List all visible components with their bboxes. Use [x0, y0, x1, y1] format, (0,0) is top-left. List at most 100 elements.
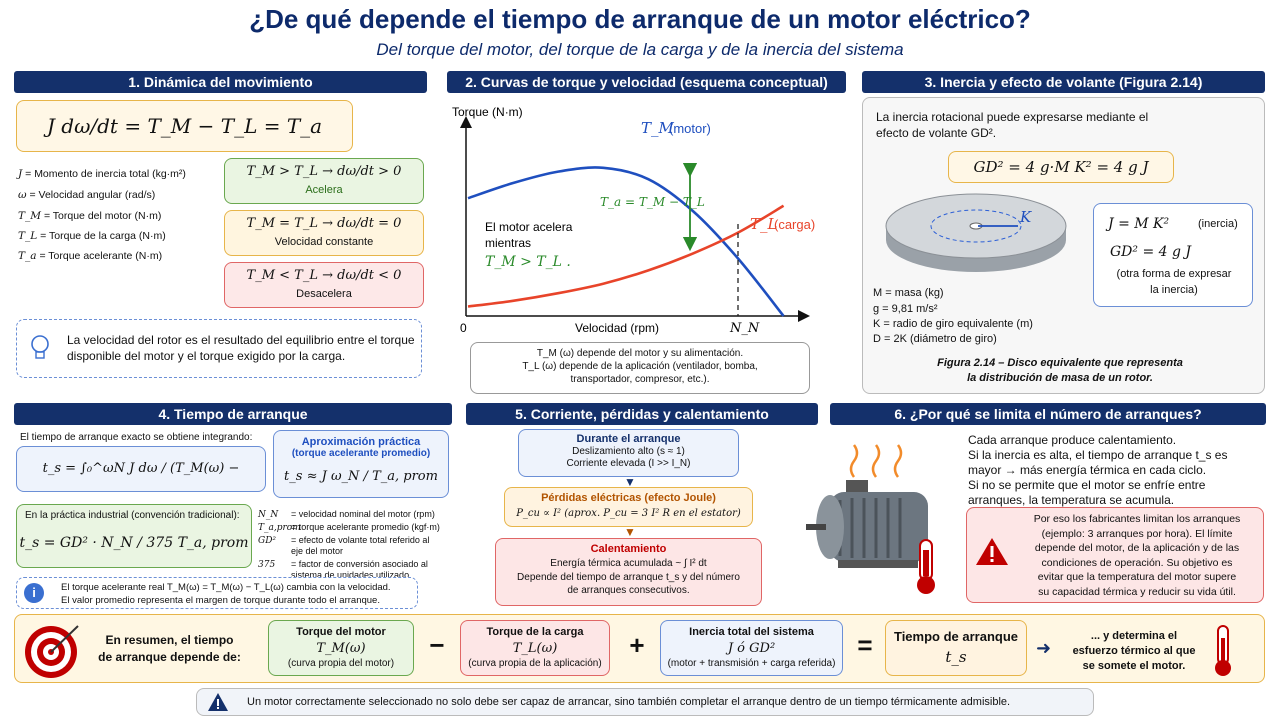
approx-box: Aproximación práctica (torque acelerante… — [273, 430, 449, 498]
def-text: = Velocidad angular (rad/s) — [29, 189, 156, 201]
def-sym: T_M — [18, 210, 42, 222]
s6-text: Si no se permite que el motor se enfríe … — [968, 478, 1206, 492]
s6-text: Cada arranque produce calentamiento. — [968, 433, 1177, 447]
def-sym: T_L — [18, 230, 38, 242]
section4-header: 4. Tiempo de arranque — [14, 403, 452, 425]
def-sym: J — [18, 168, 23, 180]
s4-note: i El torque acelerante real T_M(ω) = T_M… — [16, 577, 418, 609]
dynamics-equation: J dω/dt = T_M − T_L = T_a — [16, 100, 353, 152]
nn-label: N_N — [729, 321, 760, 336]
case-label: Acelera — [305, 184, 343, 196]
info-icon: i — [24, 583, 44, 603]
target-icon — [25, 625, 79, 678]
plus-sign: + — [629, 630, 645, 660]
box-title: Pérdidas eléctricas (efecto Joule) — [541, 492, 716, 504]
note-line: transportador, compresor, etc.). — [570, 374, 710, 385]
case-eq: T_M < T_L → dω/dt < 0 — [246, 268, 402, 283]
series-tl-line — [467, 204, 785, 308]
note-line: T_L (ω) depende de la aplicación (ventil… — [522, 361, 758, 372]
figure-caption: Figura 2.14 – Disco equivalente que repr… — [937, 357, 1183, 369]
summary-motor-torque: Torque del motor T_M(ω) (curva propia de… — [268, 620, 414, 676]
summary-start-time: Tiempo de arranque t_s — [885, 620, 1027, 676]
s6-text: arranques, la temperatura se acumula. — [968, 493, 1175, 507]
inertia-note: (inercia) — [1198, 218, 1238, 230]
figure-caption: la distribución de masa de un rotor. — [967, 372, 1153, 384]
summary-end: ... y determina el — [1090, 630, 1178, 642]
case-label: Desacelera — [296, 288, 352, 300]
section3-header: 3. Inercia y efecto de volante (Figura 2… — [862, 71, 1265, 93]
warning-line: condiciones de operación. Su objetivo es — [1041, 556, 1233, 569]
chart-text-1: El motor acelera — [485, 220, 573, 234]
tl-label: T_L — [750, 215, 778, 233]
startup-box: Durante el arranque Deslizamiento alto (… — [518, 429, 739, 477]
warning-icon — [208, 693, 228, 711]
section6-header: 6. ¿Por qué se limita el número de arran… — [830, 403, 1266, 425]
note-line: El torque acelerante real T_M(ω) = T_M(ω… — [61, 582, 391, 593]
s6-text: Si la inercia es alta, el tiempo de arra… — [968, 448, 1228, 462]
x-label: Velocidad (rpm) — [575, 321, 659, 335]
inertia-text: (otra forma de expresar — [1116, 268, 1232, 280]
box-line: de arranques consecutivos. — [567, 585, 690, 596]
case-label: Velocidad constante — [274, 236, 374, 248]
tl-note: (carga) — [774, 217, 815, 232]
case-accelerate: T_M > T_L → dω/dt > 0 Acelera — [224, 158, 424, 204]
summary-end: se somete el motor. — [1082, 660, 1186, 672]
s3-def: g = 9,81 m/s² — [873, 303, 938, 315]
note-line: T_M (ω) depende del motor y su alimentac… — [536, 348, 744, 359]
warning-line: depende del motor, de la aplicación y de… — [1034, 542, 1240, 554]
s3-intro2: efecto de volante GD². — [876, 126, 997, 140]
gd2-eq: GD² = 4 g J — [1110, 244, 1192, 260]
summary-load-torque: Torque de la carga T_L(ω) (curva propia … — [460, 620, 610, 676]
joule-box: Pérdidas eléctricas (efecto Joule) P_cu … — [504, 487, 753, 527]
industrial-title: En la práctica industrial (convención tr… — [25, 510, 240, 521]
note-line: El valor promedio representa el margen d… — [61, 595, 380, 606]
def-text: = Momento de inercia total (kg·m²) — [25, 168, 186, 180]
section2-header: 2. Curvas de torque y velocidad (esquema… — [447, 71, 846, 93]
warning-line: evitar que la temperatura del motor supe… — [1037, 571, 1237, 583]
page-title: ¿De qué depende el tiempo de arranque de… — [249, 4, 1031, 34]
warning-line: Por eso los fabricantes limitan los arra… — [1033, 513, 1241, 525]
summary-lead: En resumen, el tiempo — [105, 633, 234, 647]
k-label: K — [1019, 208, 1032, 226]
box-line: Deslizamiento alto (s ≈ 1) — [572, 446, 685, 457]
summary-inertia: Inercia total del sistema J ó GD² (motor… — [660, 620, 843, 676]
s3-intro1: La inercia rotacional puede expresarse m… — [876, 110, 1149, 124]
section5-header: 5. Corriente, pérdidas y calentamiento — [466, 403, 818, 425]
warning-line: (ejemplo: 3 arranques por hora). El lími… — [1041, 527, 1233, 540]
warning-icon — [976, 538, 1008, 565]
chart-text-2: mientras — [485, 236, 531, 250]
footer-text: Un motor correctamente seleccionado no s… — [247, 696, 1011, 708]
equals-sign: = — [857, 630, 873, 660]
def-text: = Torque acelerante (N·m) — [39, 250, 163, 262]
section1-header: 1. Dinámica del movimiento — [14, 71, 427, 93]
summary-panel — [14, 614, 1265, 683]
industrial-eq: t_s = GD² · N_N / 375 T_a, prom — [19, 535, 249, 551]
s4-intro: El tiempo de arranque exacto se obtiene … — [20, 432, 253, 443]
s3-def: K = radio de giro equivalente (m) — [873, 318, 1033, 330]
summary-end: esfuerzo térmico al que — [1072, 645, 1196, 657]
flywheel-disc-icon: K — [885, 193, 1067, 272]
approx-title: Aproximación práctica — [301, 436, 421, 448]
def-text: = Torque de la carga (N·m) — [40, 230, 166, 242]
torque-speed-chart: Torque (N·m) 0 Velocidad (rpm) N_N T_M (… — [452, 105, 815, 336]
inertia-text: la inercia) — [1150, 284, 1198, 296]
s3-def: M = masa (kg) — [873, 287, 944, 299]
note-text: La velocidad del rotor es el resultado d… — [67, 333, 415, 363]
box-line: Depende del tiempo de arranque t_s y del… — [517, 572, 740, 583]
tm-label: T_M — [641, 119, 675, 137]
arrow-down-icon: ▼ — [624, 525, 636, 539]
approx-sub: (torque acelerante promedio) — [291, 448, 431, 459]
y-label: Torque (N·m) — [452, 105, 523, 119]
def-sym: ω — [18, 189, 27, 201]
case-constant: T_M = T_L → dω/dt = 0 Velocidad constant… — [224, 210, 424, 256]
arrow-down-icon: ▼ — [624, 475, 636, 489]
tm-note: (motor) — [669, 121, 711, 136]
box-line: Corriente elevada (I >> I_N) — [566, 458, 691, 469]
approx-eq: t_s ≈ J ω_N / T_a, prom — [284, 469, 438, 484]
industrial-box: En la práctica industrial (convención tr… — [16, 504, 252, 568]
inertia-eq: J = M K² — [1108, 216, 1170, 232]
thermometer-icon — [1215, 625, 1231, 676]
s1-note: La velocidad del rotor es el resultado d… — [16, 319, 422, 378]
case-eq: T_M = T_L → dω/dt = 0 — [246, 216, 402, 231]
chart-text-3: T_M > T_L . — [485, 254, 571, 270]
